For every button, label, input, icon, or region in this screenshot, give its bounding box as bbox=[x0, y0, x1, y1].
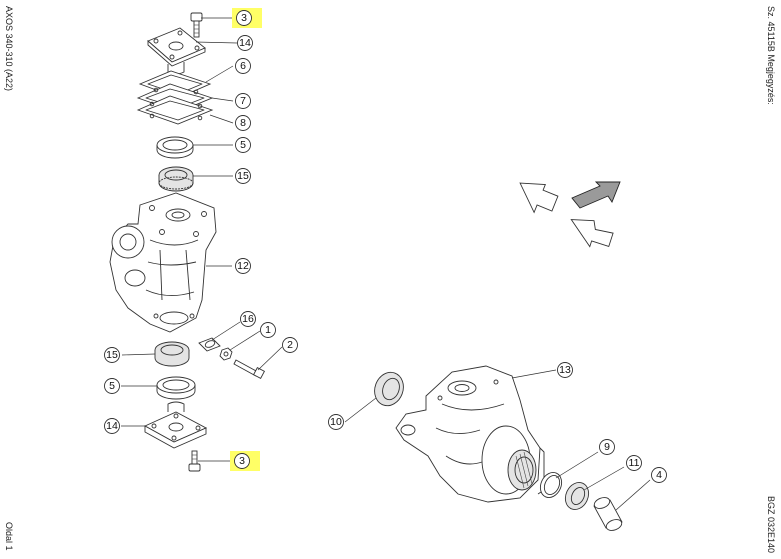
cover-plate-bottom bbox=[143, 401, 208, 449]
knuckle-assembly bbox=[395, 365, 545, 503]
callout-16-label: 16 bbox=[242, 313, 254, 325]
nut bbox=[219, 347, 233, 361]
callout-3-top-label: 3 bbox=[241, 12, 247, 24]
bearing-bottom bbox=[154, 341, 190, 367]
callout-3-top[interactable] bbox=[236, 10, 252, 26]
callout-9[interactable] bbox=[599, 439, 615, 455]
shim-stack bbox=[136, 70, 214, 125]
seal-ring-bottom bbox=[156, 376, 196, 400]
callout-7-label: 7 bbox=[240, 95, 246, 107]
callout-15-top-label: 15 bbox=[237, 170, 249, 182]
callout-12[interactable] bbox=[235, 258, 251, 274]
bearing-top bbox=[158, 166, 194, 192]
callout-15-bottom-label: 15 bbox=[106, 349, 118, 361]
callout-2[interactable] bbox=[282, 337, 298, 353]
callout-3-bottom[interactable] bbox=[234, 453, 250, 469]
callout-14-bottom-label: 14 bbox=[106, 420, 118, 432]
retaining-ring bbox=[539, 472, 563, 498]
callout-16[interactable] bbox=[240, 311, 256, 327]
callout-15-top[interactable] bbox=[235, 168, 251, 184]
direction-arrows bbox=[519, 181, 621, 248]
callout-5-bottom[interactable] bbox=[104, 378, 120, 394]
callout-5-bottom-label: 5 bbox=[109, 380, 115, 392]
callout-8-label: 8 bbox=[240, 117, 246, 129]
callout-15-bottom[interactable] bbox=[104, 347, 120, 363]
callout-4[interactable] bbox=[651, 467, 667, 483]
callout-1[interactable] bbox=[260, 322, 276, 338]
callout-10[interactable] bbox=[328, 414, 344, 430]
callout-12-label: 12 bbox=[237, 260, 249, 272]
long-bolt bbox=[233, 359, 266, 380]
bolt-top bbox=[190, 12, 203, 38]
callout-4-label: 4 bbox=[656, 469, 662, 481]
callout-13-label: 13 bbox=[559, 364, 571, 376]
callout-14-bottom[interactable] bbox=[104, 418, 120, 434]
hub-seal bbox=[374, 371, 404, 407]
cover-plate-top bbox=[147, 27, 206, 75]
callout-5-top-label: 5 bbox=[240, 139, 246, 151]
callout-13[interactable] bbox=[557, 362, 573, 378]
leader-lines bbox=[121, 17, 651, 511]
callout-6-label: 6 bbox=[240, 60, 246, 72]
callout-5-top[interactable] bbox=[235, 137, 251, 153]
callout-11-label: 11 bbox=[629, 457, 640, 469]
callout-3-bottom-label: 3 bbox=[239, 455, 245, 467]
sleeve bbox=[198, 337, 221, 352]
bolt-bottom bbox=[188, 450, 201, 472]
callout-10-label: 10 bbox=[330, 416, 342, 428]
callout-2-label: 2 bbox=[287, 339, 293, 351]
callout-7[interactable] bbox=[235, 93, 251, 109]
callout-8[interactable] bbox=[235, 115, 251, 131]
knuckle-housing bbox=[109, 192, 217, 333]
callout-14-top[interactable] bbox=[237, 35, 253, 51]
callout-11[interactable] bbox=[626, 455, 642, 471]
hub-bearing bbox=[564, 482, 590, 510]
callout-14-top-label: 14 bbox=[239, 37, 251, 49]
seal-ring-top bbox=[156, 136, 194, 159]
bushing bbox=[593, 497, 623, 531]
callout-9-label: 9 bbox=[604, 441, 610, 453]
callout-6[interactable] bbox=[235, 58, 251, 74]
callout-1-label: 1 bbox=[265, 324, 271, 336]
callouts: 3 14 6 7 8 5 15 12 16 1 2 15 5 bbox=[104, 8, 667, 483]
